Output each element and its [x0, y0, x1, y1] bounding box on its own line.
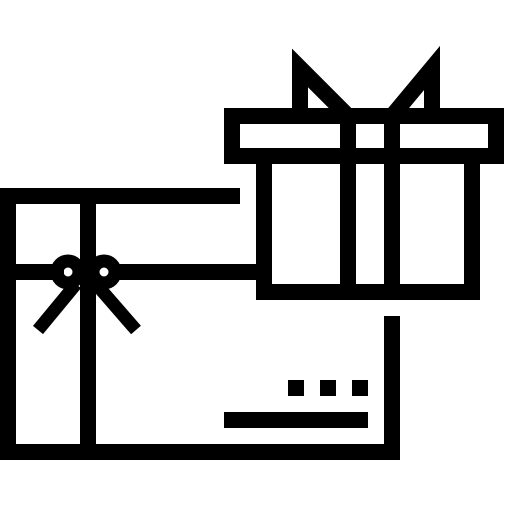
gift-box-ribbon: [340, 116, 400, 292]
gift-box-body: [256, 148, 480, 300]
gift-card-icon: [0, 188, 400, 460]
gift-card-bow-right-loop: [86, 254, 122, 290]
gift-card-bow-tails: [32, 279, 141, 335]
gift-card-bow-left-loop: [50, 254, 86, 290]
gift-box-icon: [224, 45, 504, 300]
gift-box-bow: [292, 45, 440, 122]
